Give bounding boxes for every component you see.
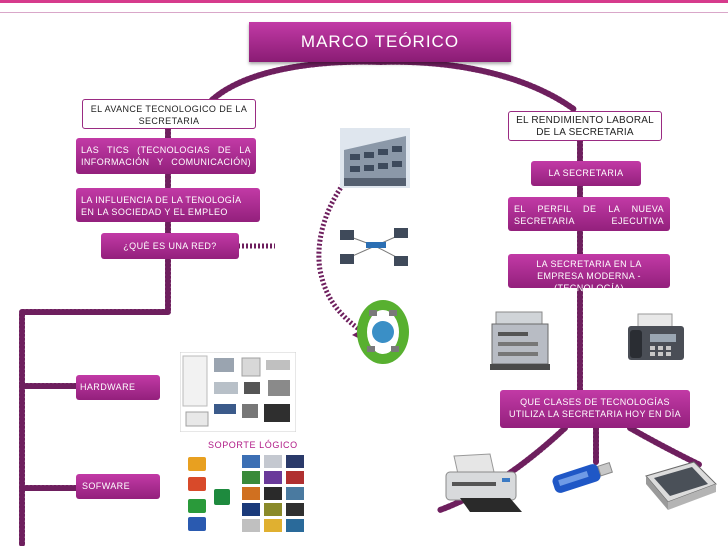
left-heading-box: EL AVANCE TECNOLOGICO DE LA SECRETARIA: [82, 99, 256, 129]
top-rule: [0, 0, 728, 3]
secretaria-label: LA SECRETARIA: [548, 168, 624, 178]
clases-box: QUE CLASES DE TECNOLOGÍAS UTILIZA LA SEC…: [500, 390, 690, 428]
influencia-label: LA INFLUENCIA DE LA TENOLOGÍA EN LA SOCI…: [81, 195, 241, 217]
perfil-box: EL PERFIL DE LA NUEVA SECRETARIA EJECUTI…: [508, 197, 670, 231]
network-diagram-image: [330, 222, 420, 272]
green-globe-network-icon: [357, 300, 409, 364]
office-building-photo: [340, 128, 410, 188]
left-heading-label: EL AVANCE TECNOLOGICO DE LA SECRETARIA: [90, 104, 248, 126]
computer-hardware-components-image: [180, 352, 296, 432]
software-application-icons: [188, 455, 304, 532]
top-thin-rule: [0, 12, 728, 13]
influencia-box: LA INFLUENCIA DE LA TENOLOGÍA EN LA SOCI…: [76, 188, 260, 222]
red-box: ¿QUÈ ES UNA RED?: [101, 233, 239, 259]
empresa-box: LA SECRETARIA EN LA EMPRESA MODERNA - (T…: [508, 254, 670, 293]
tics-box: LAS TICS (TECNOLOGIAS DE LA INFORMACIÓN …: [76, 138, 256, 174]
hardware-label: HARDWARE: [80, 382, 136, 392]
soporte-logico-label: SOPORTE LÓGICO: [208, 440, 298, 450]
secretaria-box: LA SECRETARIA: [531, 161, 641, 186]
empresa-label: LA SECRETARIA EN LA EMPRESA MODERNA - (T…: [536, 259, 642, 293]
hardware-box: HARDWARE: [76, 375, 160, 400]
right-heading-label: EL RENDIMIENTO LABORAL DE LA SECRETARIA: [516, 115, 654, 138]
top-arc-connector: [209, 58, 578, 113]
red-label: ¿QUÈ ES UNA RED?: [123, 241, 217, 251]
fax-machine-image: [628, 313, 684, 360]
software-label: SOFWARE: [82, 481, 130, 491]
clases-label: QUE CLASES DE TECNOLOGÍAS UTILIZA LA SEC…: [508, 397, 681, 419]
right-heading-box: EL RENDIMIENTO LABORAL DE LA SECRETARIA: [508, 111, 662, 141]
perfil-label: EL PERFIL DE LA NUEVA SECRETARIA EJECUTI…: [514, 204, 664, 226]
tics-label: LAS TICS (TECNOLOGIAS DE LA INFORMACIÓN …: [81, 145, 251, 167]
page-title: MARCO TEÓRICO: [249, 22, 511, 62]
scanner-image: [645, 461, 717, 510]
curved-image-connector: [316, 173, 362, 332]
printer-image: [445, 453, 522, 512]
usb-drive-image: [552, 461, 613, 493]
photocopier-image: [490, 311, 550, 370]
software-box: SOFWARE: [76, 474, 160, 499]
